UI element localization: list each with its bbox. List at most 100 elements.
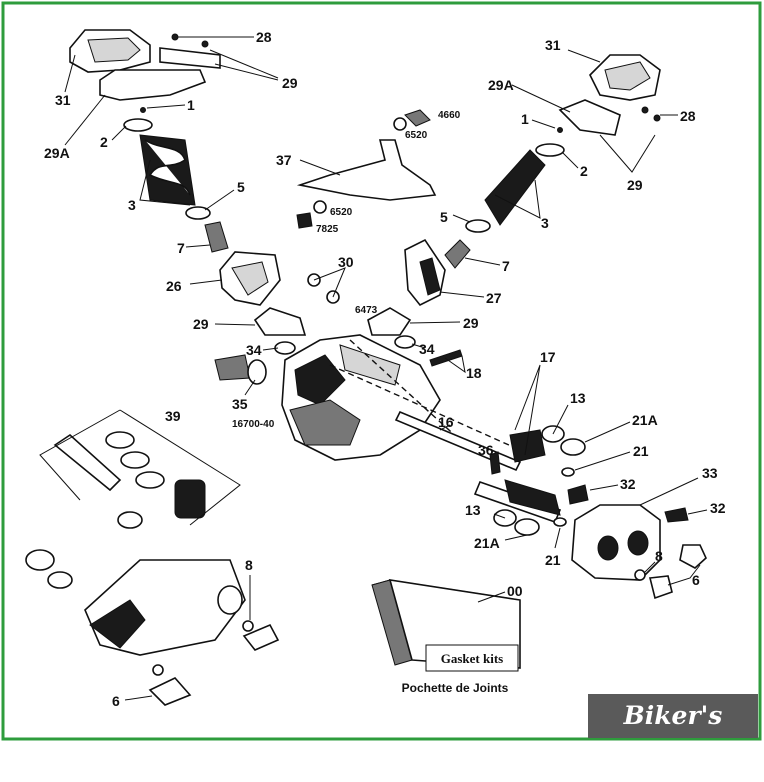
rocker-arm-17b: [509, 429, 546, 463]
bolt-4660: [404, 109, 431, 127]
leader-32-left: [589, 484, 619, 491]
cylinder-head-port: [294, 354, 346, 406]
callout-33: 33: [702, 465, 718, 481]
fitting-left: [214, 354, 251, 381]
leader-6-right: [667, 564, 701, 586]
green-border: [1, 1, 762, 741]
callout-6520-top: 6520: [405, 130, 428, 141]
callout-5-right: 5: [440, 209, 448, 225]
callout-6520-mid: 6520: [330, 207, 353, 218]
rocker-cover-31-right-shade: [604, 61, 651, 91]
leader-37: [299, 159, 341, 176]
key-1-right: [557, 127, 563, 133]
leader-3-left: [139, 159, 191, 206]
guide-7-left: [204, 221, 229, 253]
leader-34-right: [411, 343, 426, 349]
dashed-line-b: [349, 339, 461, 441]
washer-21A-top: [560, 438, 586, 456]
collar-5-right: [465, 219, 491, 233]
leader-30: [313, 267, 346, 298]
callout-16700-40: 16700-40: [232, 419, 275, 430]
callout-3-right: 3: [541, 215, 549, 231]
rocker-arm-17c: [504, 479, 561, 516]
lower-left-group: [25, 409, 280, 706]
washer-8-left: [242, 620, 254, 632]
kit-box-label: [425, 644, 519, 672]
leader-27: [439, 291, 485, 298]
leader-13-top: [552, 404, 569, 435]
gasket-29A-left: [99, 69, 207, 101]
rocker-box-33-hole-b: [627, 530, 649, 556]
callout-2-left: 2: [100, 134, 108, 150]
cylinder-head-fins: [289, 399, 361, 446]
leader-1-left: [146, 104, 186, 109]
collar-2-left: [123, 118, 153, 132]
leader-16: [439, 424, 451, 431]
leader-lines: [64, 36, 708, 701]
callout-labels: 28 29 31 29A 1 2 3 5 7 4660 6520 37 6520…: [44, 29, 726, 709]
callout-37: 37: [276, 152, 292, 168]
callout-36: 36: [478, 442, 494, 458]
right-rocker-cover-group: [444, 54, 661, 269]
screw-28-right-b: [653, 114, 661, 122]
screw-28-left-a: [171, 33, 179, 41]
cylinder-head-group: [281, 334, 521, 461]
cylinder-39: [174, 479, 206, 519]
key-1-left: [140, 107, 146, 113]
cap-6-left-b: [148, 677, 192, 706]
gasket-29-mid-right: [367, 307, 412, 336]
callout-7-left: 7: [177, 240, 185, 256]
fitting-32-left: [567, 484, 589, 505]
ring-35: [247, 359, 267, 385]
callout-6-right: 6: [692, 572, 700, 588]
callout-29-mid-left: 29: [193, 316, 209, 332]
store-watermark: Biker's Store: [588, 694, 758, 774]
leader-29-right: [599, 134, 656, 173]
leader-5-right: [452, 214, 471, 223]
exploded-parts-diagram: Gasket kits Pochette de Joints: [1, 1, 762, 741]
cap-6-right-b: [649, 575, 673, 600]
fitting-32-right: [664, 507, 689, 523]
leader-31-right: [567, 49, 601, 63]
callout-00: 00: [507, 583, 523, 599]
ring-39-b: [120, 451, 150, 469]
callout-3-left: 3: [128, 197, 136, 213]
washer-21-top: [561, 467, 575, 477]
leader-29A-left: [64, 94, 106, 146]
callout-7-right: 7: [502, 258, 510, 274]
leader-21-top: [574, 451, 631, 471]
gasket-kit-group: Gasket kits Pochette de Joints: [371, 579, 521, 695]
callout-29-right: 29: [627, 177, 643, 193]
cylinder-head-top: [339, 344, 401, 386]
leader-21A-bot: [504, 534, 528, 541]
screw-28-right-a: [641, 106, 649, 114]
washer-6520-mid: [313, 200, 327, 214]
leader-17: [514, 364, 541, 456]
rocker-housing-lower-shade: [89, 599, 146, 649]
callout-8-left: 8: [245, 557, 253, 573]
callout-27: 27: [486, 290, 502, 306]
callout-21A-top: 21A: [632, 412, 658, 428]
leader-3-right: [494, 179, 541, 219]
arm-39: [53, 433, 122, 492]
callout-6473: 6473: [355, 305, 378, 316]
leader-31-left: [64, 54, 76, 93]
bolt-36: [489, 451, 501, 475]
gasket-29A-right: [558, 99, 621, 136]
leader-1-right: [531, 119, 556, 129]
callout-31-right: 31: [545, 37, 561, 53]
callout-17: 17: [540, 349, 556, 365]
callout-18: 18: [466, 365, 482, 381]
rocker-housing-26-shade: [231, 261, 269, 296]
washer-21A-bot: [514, 518, 540, 536]
callout-6-left: 6: [112, 693, 120, 709]
left-rocker-cover-group: [69, 29, 229, 253]
bracket-39-left: [39, 409, 121, 501]
callout-39: 39: [165, 408, 181, 424]
leader-6-left: [124, 695, 153, 701]
callout-26: 26: [166, 278, 182, 294]
leader-7-left: [185, 244, 211, 248]
leader-35: [244, 379, 256, 396]
collar-2-right: [535, 143, 565, 157]
